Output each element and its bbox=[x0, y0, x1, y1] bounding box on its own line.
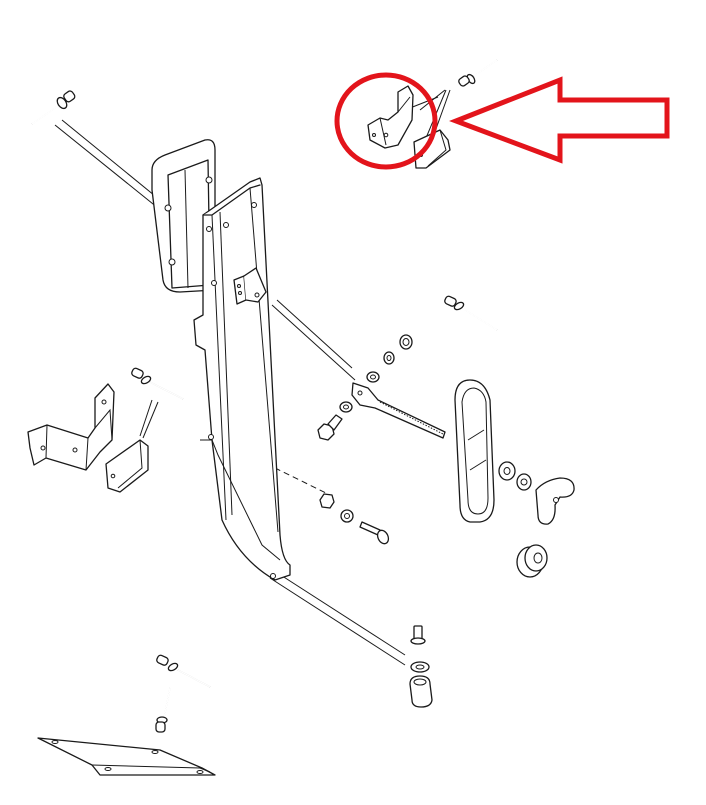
small-clip-top[interactable] bbox=[413, 129, 451, 169]
wing-nut[interactable] bbox=[535, 477, 575, 525]
highlighted-bracket[interactable] bbox=[367, 85, 414, 149]
small-clip-left[interactable] bbox=[105, 439, 149, 493]
annotation-circle bbox=[334, 72, 438, 170]
wing-nut-assembly bbox=[498, 461, 532, 491]
pop-rivet-right bbox=[444, 295, 498, 331]
main-upright-channel[interactable] bbox=[193, 177, 291, 581]
threaded-rod[interactable] bbox=[351, 382, 446, 439]
reflector-lens[interactable] bbox=[454, 379, 495, 523]
lower-fixings bbox=[319, 493, 390, 545]
pop-rivet-top-left bbox=[31, 90, 76, 125]
hex-bolt bbox=[317, 414, 343, 441]
pop-rivet-top bbox=[458, 59, 498, 87]
z-bracket-left[interactable] bbox=[27, 383, 115, 471]
pop-rivet-bottom-2 bbox=[155, 687, 171, 733]
rubber-bush[interactable] bbox=[516, 544, 548, 578]
base-plate[interactable] bbox=[37, 737, 216, 776]
spacer-assembly[interactable] bbox=[409, 625, 433, 708]
pop-rivet-bottom-1 bbox=[156, 654, 211, 688]
washers-nuts bbox=[339, 334, 413, 413]
annotation-arrow bbox=[449, 76, 670, 164]
pop-rivet-left bbox=[131, 367, 184, 400]
